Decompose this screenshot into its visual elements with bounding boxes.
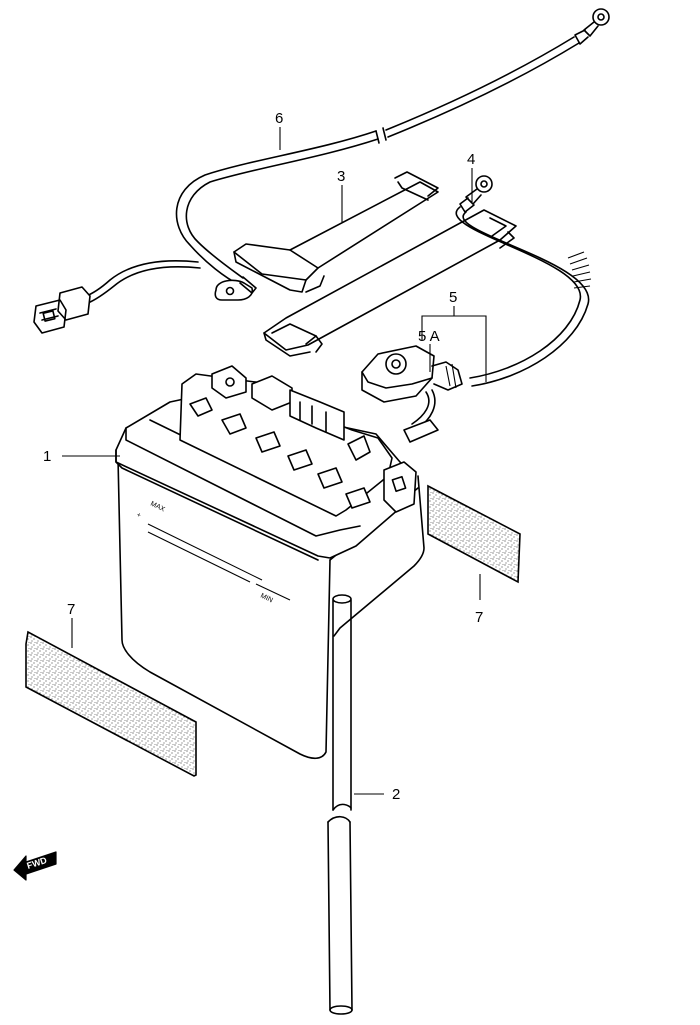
battery-1: + MAX MIN [115, 365, 425, 760]
battery-cable-5 [361, 175, 592, 443]
callout-6: 6 [275, 110, 283, 127]
cell-caps [189, 397, 371, 509]
battery-cushion-7-left [25, 630, 197, 777]
callout-4: 4 [467, 151, 475, 168]
max-level-mark: MAX [149, 501, 166, 514]
callout-labels: 1 2 3 4 5 5 A 6 7 7 [43, 110, 483, 803]
wire-harness-lead-6 [33, 8, 610, 334]
battery-cushion-7-right [427, 484, 521, 584]
callout-5a: 5 A [418, 328, 440, 345]
callout-1: 1 [43, 448, 51, 465]
callout-7-left: 7 [67, 601, 75, 618]
battery-holder-3 [233, 171, 439, 293]
callout-2: 2 [392, 786, 400, 803]
callout-7-right: 7 [475, 609, 483, 626]
leader-lines [62, 127, 487, 795]
fwd-arrow-icon: FWD [13, 851, 57, 881]
callout-5: 5 [449, 289, 457, 306]
min-level-mark: MIN [259, 593, 274, 605]
battery-band-4 [263, 209, 517, 357]
callout-3: 3 [337, 168, 345, 185]
plus-mark: + [135, 512, 142, 520]
breather-tube-2 [327, 594, 353, 1015]
